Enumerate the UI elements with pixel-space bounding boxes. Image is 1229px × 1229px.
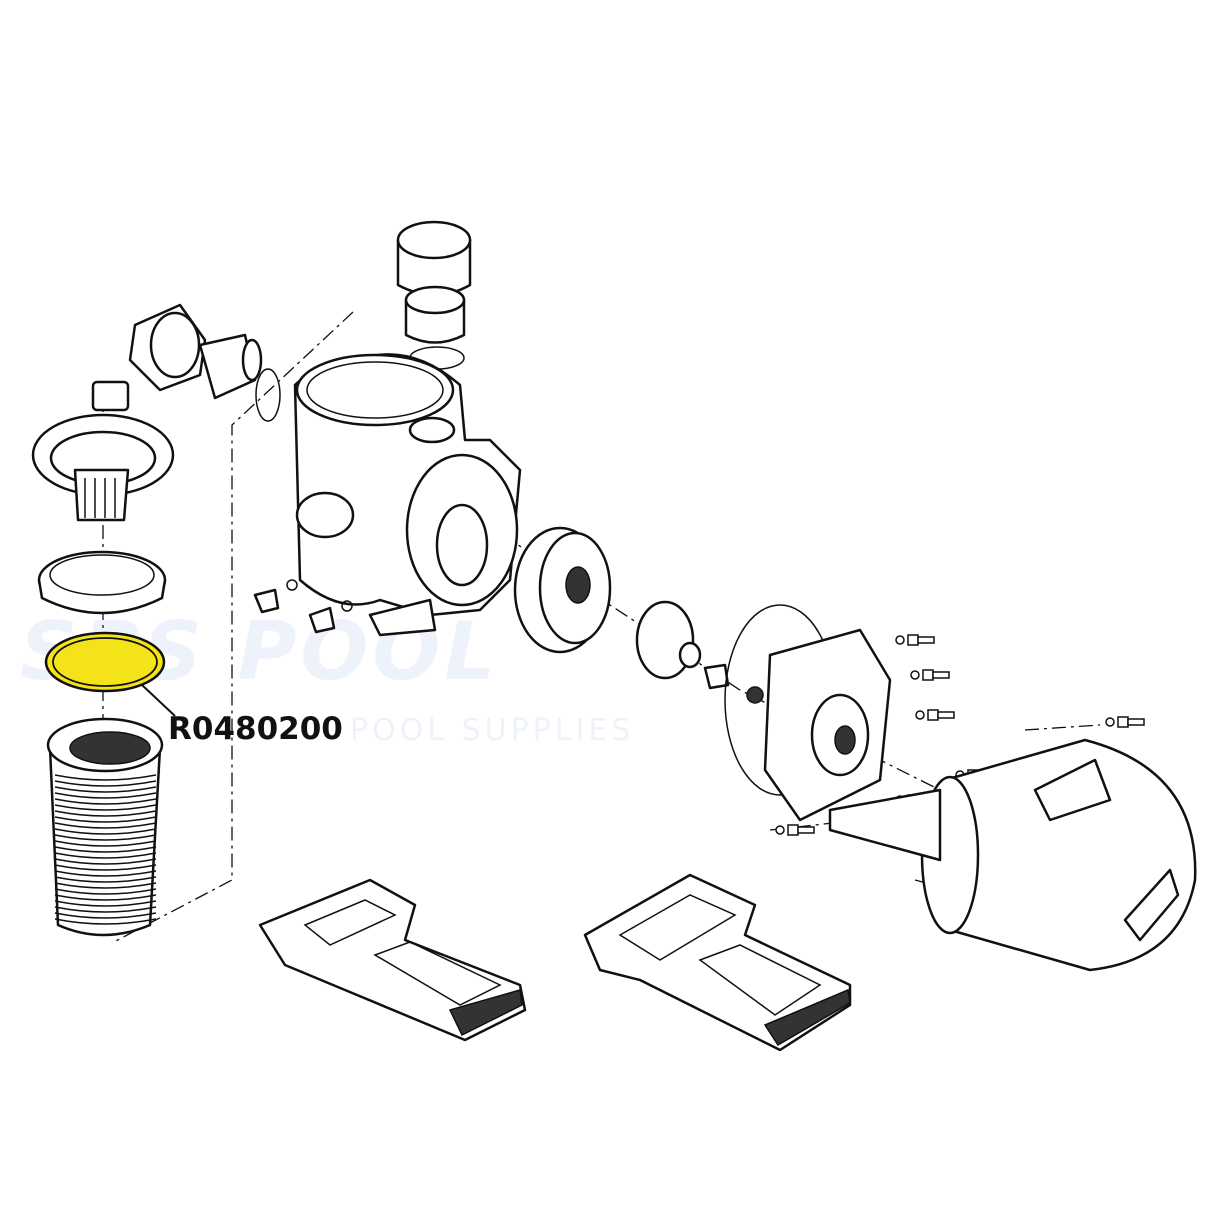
bolt [775,824,815,836]
drain-plugs [253,579,353,634]
basket-rib [54,894,157,901]
basket-rib [54,822,157,829]
bolt [1105,716,1145,728]
basket-rib [54,852,157,859]
basket-rib [54,888,157,895]
inlet-union [128,303,281,422]
basket-rib [54,828,157,835]
motor [828,738,1197,972]
basket-rib [54,846,157,853]
basket-rib [54,810,157,817]
diffuser [513,526,612,654]
part-number-label: R0480200 [168,711,343,747]
basket-rib [54,786,157,793]
lid-locking-ring [31,380,175,522]
outlet-union [396,220,472,370]
pump-housing [293,353,522,637]
basket-rib [54,918,157,925]
watermark-tagline: POOL SUPPLIES [350,713,635,748]
bolt [895,634,935,646]
motor-base-left [258,878,527,1042]
basket-rib [54,864,157,871]
basket-rib [54,804,157,811]
basket-rib [54,858,157,865]
basket-rib [54,876,157,883]
basket-rib [54,816,157,823]
basket-rib [54,780,157,787]
bolt [915,709,955,721]
bolt [910,669,950,681]
basket-rib [54,840,157,847]
basket-rib [54,792,157,799]
seal-plate [724,604,892,822]
basket-rib [54,834,157,841]
pump-lid [37,550,167,615]
basket-rib [54,912,157,919]
impeller [635,600,730,690]
basket-rib [54,870,157,877]
basket-rib [54,798,157,805]
basket-rib [54,900,157,907]
basket-rib [54,882,157,889]
highlighted-lid-o-ring [44,631,176,717]
basket-rib [54,906,157,913]
basket-rib [54,774,157,781]
strainer-basket [46,717,164,937]
motor-base-right [583,873,852,1052]
